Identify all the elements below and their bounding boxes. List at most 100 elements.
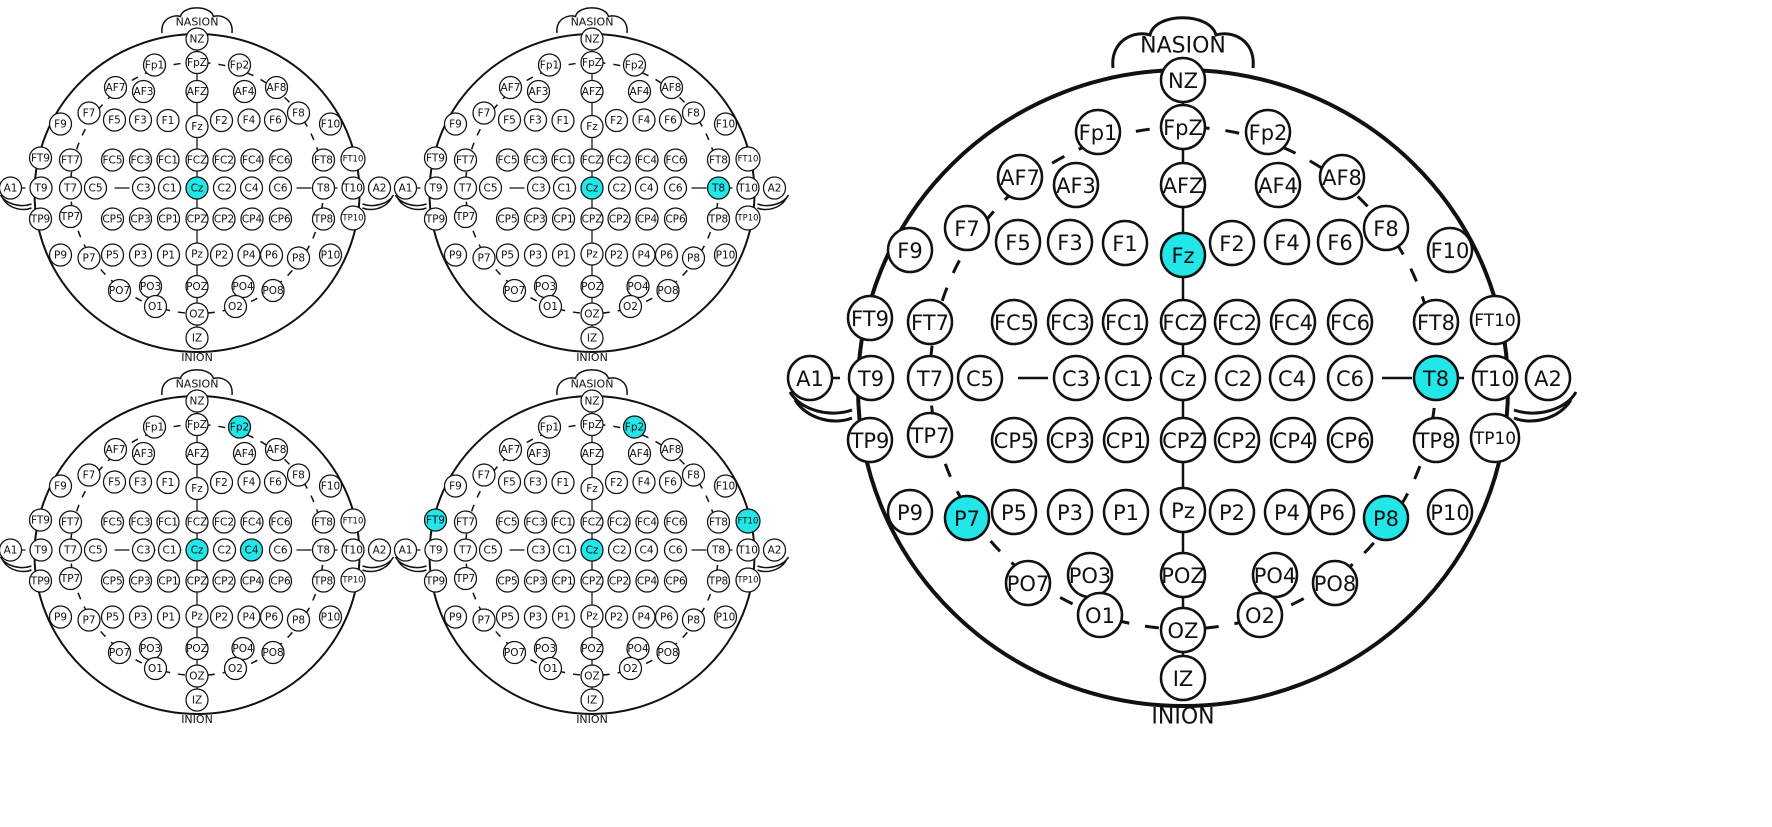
svg-text:F10: F10 <box>716 119 735 131</box>
electrode-p3: P3 <box>1046 488 1094 536</box>
svg-text:CP5: CP5 <box>102 214 122 226</box>
svg-text:AFZ: AFZ <box>187 448 207 460</box>
svg-text:P4: P4 <box>242 612 255 624</box>
svg-text:TP7: TP7 <box>910 424 950 448</box>
svg-text:P4: P4 <box>1274 501 1300 525</box>
svg-text:P6: P6 <box>1319 501 1345 525</box>
svg-text:Fp2: Fp2 <box>625 60 644 72</box>
electrode-fcz: FCZ <box>1159 298 1207 346</box>
svg-text:A1: A1 <box>399 545 413 557</box>
electrode-po7: PO7 <box>107 640 132 665</box>
svg-text:PO3: PO3 <box>535 281 556 293</box>
svg-text:P1: P1 <box>557 612 570 624</box>
nasion-bump <box>556 7 628 34</box>
svg-text:F9: F9 <box>54 481 67 493</box>
nasion-label: NASION <box>1140 34 1226 59</box>
electrode-fc4: FC4 <box>240 510 264 534</box>
nasion-label: NASION <box>571 378 614 391</box>
svg-text:PO8: PO8 <box>657 647 678 659</box>
svg-text:T8: T8 <box>316 545 330 557</box>
svg-text:POZ: POZ <box>581 643 603 655</box>
electrode-cz-highlighted: Cz <box>185 176 209 200</box>
electrode-tp8: TP8 <box>311 207 336 231</box>
electrode-tp9: TP9 <box>846 416 894 464</box>
electrode-p2: P2 <box>604 605 629 629</box>
electrode-poz: POZ <box>185 274 209 299</box>
svg-text:F4: F4 <box>243 477 256 489</box>
electrode-p8: P8 <box>681 246 706 270</box>
electrode-afz: AFZ <box>1159 161 1207 209</box>
electrode-f8: F8 <box>681 463 706 487</box>
electrode-cp6: CP6 <box>663 569 688 593</box>
electrode-poz: POZ <box>185 636 209 661</box>
svg-text:P1: P1 <box>557 250 570 262</box>
electrode-f5: F5 <box>994 218 1042 266</box>
svg-text:PO7: PO7 <box>504 285 525 297</box>
svg-text:FC3: FC3 <box>1050 311 1090 335</box>
svg-text:CPZ: CPZ <box>582 576 603 588</box>
svg-text:P6: P6 <box>660 612 673 624</box>
electrode-iz: IZ <box>580 326 604 350</box>
electrode-p6: P6 <box>1308 488 1356 536</box>
svg-text:P6: P6 <box>265 250 278 262</box>
electrode-ft8: FT8 <box>706 510 731 534</box>
svg-text:P1: P1 <box>162 250 175 262</box>
svg-text:P6: P6 <box>660 250 673 262</box>
electrode-p4: P4 <box>237 605 261 629</box>
svg-text:F4: F4 <box>638 477 651 489</box>
svg-text:FT8: FT8 <box>1417 311 1455 335</box>
svg-text:F10: F10 <box>321 119 340 131</box>
electrode-pz: Pz <box>1159 486 1207 534</box>
electrode-af8: AF8 <box>264 437 289 462</box>
svg-text:FT9: FT9 <box>851 307 889 331</box>
electrode-fp1: Fp1 <box>142 53 167 77</box>
svg-text:C3: C3 <box>531 545 545 557</box>
electrode-c4: C4 <box>239 176 264 200</box>
electrode-f2: F2 <box>604 470 629 495</box>
electrode-fcz: FCZ <box>580 148 604 172</box>
electrode-cp3: CP3 <box>523 569 548 593</box>
svg-text:AF8: AF8 <box>662 444 682 456</box>
svg-text:FC4: FC4 <box>242 155 262 167</box>
electrode-iz: IZ <box>1159 654 1207 702</box>
electrode-p8: P8 <box>286 608 311 632</box>
electrode-po3: PO3 <box>533 636 558 661</box>
electrode-po3: PO3 <box>138 636 163 661</box>
inion-label: INION <box>181 351 213 364</box>
svg-text:FC3: FC3 <box>525 155 545 167</box>
svg-text:FT7: FT7 <box>456 155 475 167</box>
svg-text:Cz: Cz <box>191 183 204 195</box>
electrode-cz: Cz <box>1159 354 1207 402</box>
electrode-tp10: TP10 <box>735 205 761 231</box>
svg-text:P1: P1 <box>162 612 175 624</box>
electrode-fc1: FC1 <box>551 510 575 534</box>
svg-text:PO8: PO8 <box>262 647 283 659</box>
svg-text:F4: F4 <box>1274 231 1299 255</box>
svg-text:C3: C3 <box>136 545 150 557</box>
electrode-c6: C6 <box>663 176 688 200</box>
svg-text:FC4: FC4 <box>242 517 262 529</box>
svg-text:F2: F2 <box>215 115 228 127</box>
electrode-tp9: TP9 <box>28 207 53 231</box>
svg-text:PO3: PO3 <box>140 643 161 655</box>
electrode-iz: IZ <box>185 326 209 350</box>
svg-text:C3: C3 <box>531 183 545 195</box>
electrode-t7: T7 <box>58 538 83 562</box>
svg-text:NZ: NZ <box>1168 69 1198 93</box>
electrode-c3: C3 <box>131 176 156 200</box>
svg-text:F8: F8 <box>687 470 700 482</box>
svg-text:A2: A2 <box>768 545 782 557</box>
electrode-f3: F3 <box>128 108 153 132</box>
svg-text:P5: P5 <box>1001 501 1027 525</box>
svg-text:FT10: FT10 <box>738 517 759 527</box>
svg-text:F3: F3 <box>134 477 147 489</box>
svg-text:C1: C1 <box>162 545 176 557</box>
svg-text:FpZ: FpZ <box>582 419 602 431</box>
electrode-c4-highlighted: C4 <box>239 538 264 562</box>
svg-text:PO4: PO4 <box>627 281 649 293</box>
electrode-p4: P4 <box>1263 488 1311 536</box>
electrode-p3: P3 <box>128 605 153 629</box>
svg-text:CPZ: CPZ <box>187 214 208 226</box>
svg-text:PO7: PO7 <box>504 647 525 659</box>
svg-text:T7: T7 <box>63 545 77 557</box>
